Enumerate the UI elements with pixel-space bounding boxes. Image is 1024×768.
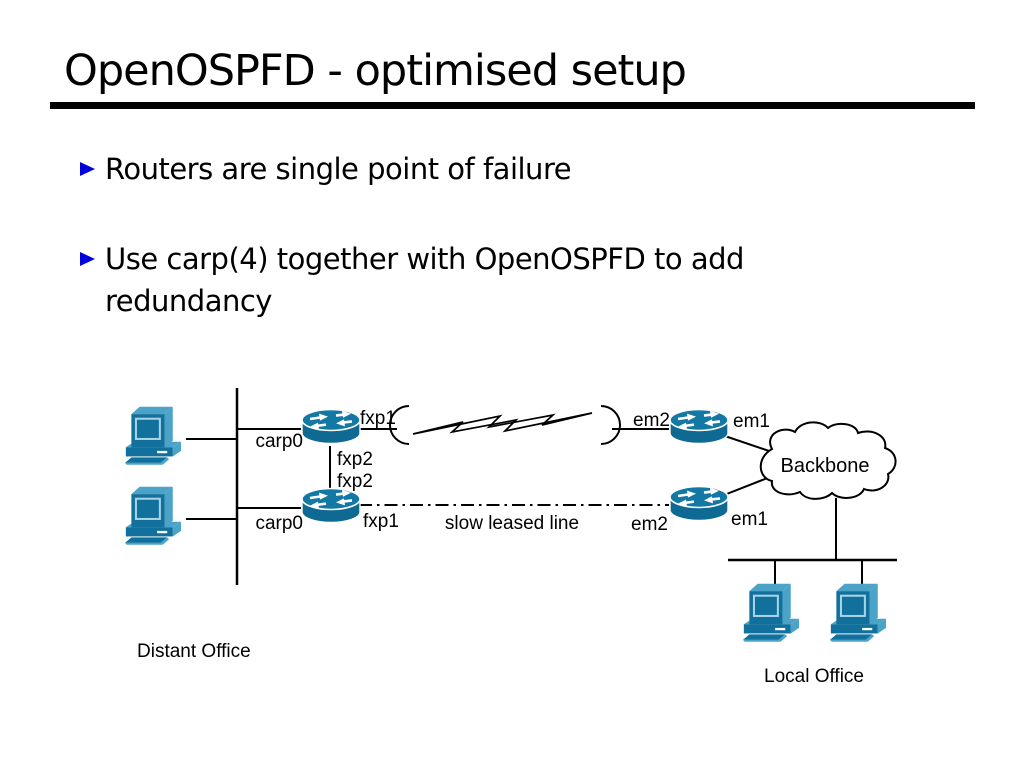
wan-arc-left — [389, 405, 410, 445]
computer-icon — [123, 405, 183, 466]
bullet-text: Routers are single point of failure — [105, 152, 572, 186]
bullet-line-1: Use carp(4) together with OpenOSPFD to a… — [105, 242, 744, 276]
lightning-bolt-icon — [412, 412, 593, 435]
router-icon — [668, 485, 730, 522]
title-underline — [50, 102, 975, 109]
label-em1-top: em1 — [733, 411, 770, 432]
label-backbone: Backbone — [781, 455, 870, 477]
router3-cloud-link — [718, 433, 773, 453]
computer-icon — [828, 582, 888, 643]
bullet-item-1: Routers are single point of failure — [80, 148, 572, 190]
label-fxp1-bottom: fxp1 — [363, 511, 399, 532]
label-fxp2-upper: fxp2 — [337, 449, 373, 470]
label-local-office: Local Office — [764, 666, 864, 687]
bullet-triangle-icon — [80, 252, 95, 266]
label-carp0-bottom: carp0 — [255, 513, 303, 534]
computer-icon — [741, 582, 801, 643]
label-em2-top: em2 — [633, 410, 670, 431]
label-fxp2-lower: fxp2 — [337, 471, 373, 492]
label-fxp1-top: fxp1 — [360, 408, 396, 429]
computer-icon — [123, 485, 183, 546]
bullet-line-2: redundancy — [105, 284, 272, 318]
wan-arc-right — [600, 405, 621, 445]
bullet-text: Use carp(4) together with OpenOSPFD to a… — [105, 238, 744, 322]
bullet-item-2: Use carp(4) together with OpenOSPFD to a… — [80, 238, 744, 322]
backbone-cloud — [759, 421, 897, 500]
label-em1-bottom: em1 — [731, 509, 768, 530]
page-title: OpenOSPFD - optimised setup — [64, 46, 687, 96]
router-icon — [300, 408, 362, 445]
bullet-triangle-icon — [80, 162, 95, 176]
label-distant-office: Distant Office — [137, 641, 251, 662]
router-icon — [300, 487, 362, 524]
label-slow-leased-line: slow leased line — [445, 513, 579, 534]
router-icon — [668, 408, 730, 445]
label-em2-bottom: em2 — [631, 514, 668, 535]
label-carp0-top: carp0 — [255, 431, 303, 452]
